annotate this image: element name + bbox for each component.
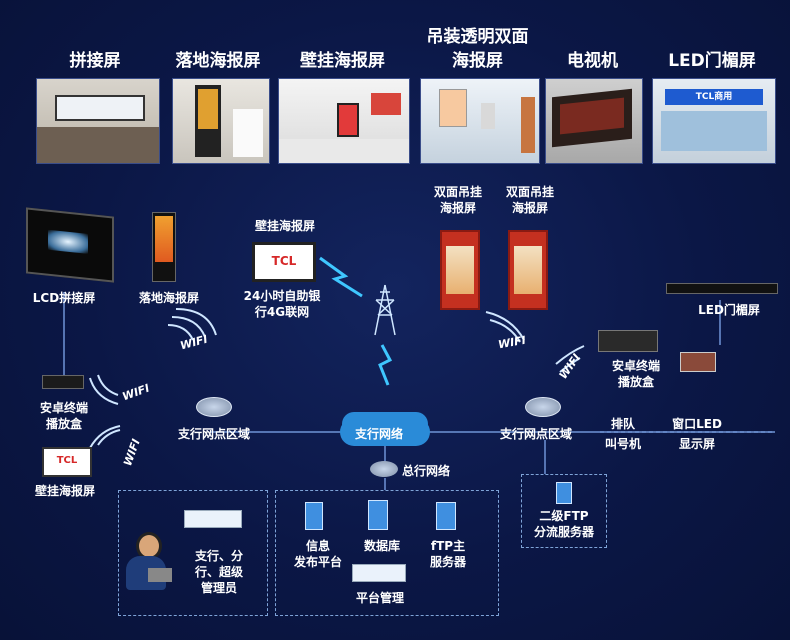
admin-line3: 管理员 bbox=[200, 581, 237, 595]
admin-line1: 支行、分 bbox=[194, 549, 243, 563]
ftp-secondary-line1: 二级FTP bbox=[539, 509, 589, 523]
top-label-hanging-poster-line1: 吊装透明双面 bbox=[426, 27, 529, 47]
queue-line2: 叫号机 bbox=[604, 437, 641, 451]
left-floor-poster-label: 落地海报屏 bbox=[138, 291, 199, 305]
database-label: 数据库 bbox=[363, 539, 400, 553]
admin-screen-icon bbox=[184, 510, 242, 528]
top-label-tv: 电视机 bbox=[567, 51, 618, 71]
cloud-icon bbox=[340, 418, 430, 446]
window-led-line2: 显示屏 bbox=[678, 437, 715, 451]
atm-line2: 行4G联网 bbox=[254, 305, 310, 319]
admin-line2: 行、超级 bbox=[194, 565, 243, 579]
left-wall-poster-device: TCL bbox=[42, 447, 92, 477]
left-android-box-line2: 播放盒 bbox=[45, 417, 82, 431]
left-android-box-line1: 安卓终端 bbox=[39, 401, 88, 415]
double-hang-1-line1: 双面吊挂 bbox=[433, 185, 482, 199]
lcd-splice-label: LCD拼接屏 bbox=[32, 291, 96, 305]
window-led-line1: 窗口LED bbox=[672, 417, 722, 431]
photo-tv bbox=[545, 78, 643, 164]
info-line2: 发布平台 bbox=[293, 555, 342, 569]
ftp-secondary-line2: 分流服务器 bbox=[533, 525, 594, 539]
photo-splice-screen bbox=[36, 78, 160, 164]
cloud-label: 支行网络 bbox=[355, 427, 404, 441]
hq-network-label: 总行网络 bbox=[402, 464, 451, 478]
double-hang-poster-1 bbox=[440, 230, 480, 310]
double-hang-poster-2 bbox=[508, 230, 548, 310]
photo-hanging-poster bbox=[420, 78, 540, 164]
android-box-left bbox=[42, 375, 84, 389]
ftp-secondary-box bbox=[521, 474, 607, 548]
led-header-strip bbox=[666, 283, 778, 294]
hq-router-icon bbox=[370, 461, 398, 477]
ftp-main-line1: fTP主 bbox=[430, 539, 466, 553]
top-label-floor-poster: 落地海报屏 bbox=[175, 51, 261, 71]
platform-box bbox=[275, 490, 499, 616]
lcd-splice-screen-image bbox=[26, 207, 114, 283]
queue-line1: 排队 bbox=[610, 417, 635, 431]
photo-floor-poster bbox=[172, 78, 270, 164]
top-label-splice-screen: 拼接屏 bbox=[69, 51, 121, 71]
left-zone-label: 支行网点区域 bbox=[178, 427, 251, 441]
ftp-main-server-icon bbox=[436, 502, 456, 530]
top-label-wall-poster: 壁挂海报屏 bbox=[300, 51, 385, 71]
router-left-icon bbox=[196, 397, 232, 417]
right-led-header-label: LED门楣屏 bbox=[698, 303, 760, 317]
platform-mgmt-label: 平台管理 bbox=[355, 591, 404, 605]
speaker-icon bbox=[680, 352, 716, 372]
right-android-box-line2: 播放盒 bbox=[617, 375, 654, 389]
right-zone-label: 支行网点区域 bbox=[500, 427, 573, 441]
platform-screen-icon bbox=[352, 564, 406, 582]
ftp-main-line2: 服务器 bbox=[429, 555, 466, 569]
router-right-icon bbox=[525, 397, 561, 417]
double-hang-1-line2: 海报屏 bbox=[439, 201, 476, 215]
photo-brand-text: TCL商用 bbox=[695, 92, 733, 102]
database-icon bbox=[368, 500, 388, 530]
admin-box bbox=[118, 490, 268, 616]
info-line1: 信息 bbox=[305, 539, 330, 553]
top-label-hanging-poster-line2: 海报屏 bbox=[452, 51, 503, 71]
ftp-secondary-server-icon bbox=[556, 482, 572, 504]
photo-led-header: TCL商用 bbox=[652, 78, 776, 164]
top-label-led-header: LED门楣屏 bbox=[668, 51, 756, 71]
info-server-icon bbox=[305, 502, 323, 530]
right-android-box-line1: 安卓终端 bbox=[611, 359, 660, 373]
atm-poster-logo: TCL bbox=[271, 254, 297, 268]
admin-person-icon bbox=[126, 532, 172, 592]
atm-line1: 24小时自助银 bbox=[243, 289, 321, 303]
photo-wall-poster bbox=[278, 78, 410, 164]
floor-poster-device bbox=[152, 212, 176, 282]
android-box-right bbox=[598, 330, 658, 352]
left-wall-poster-logo: TCL bbox=[56, 455, 78, 466]
double-hang-2-line2: 海报屏 bbox=[511, 201, 548, 215]
left-wall-poster-label: 壁挂海报屏 bbox=[34, 484, 95, 498]
double-hang-2-line1: 双面吊挂 bbox=[505, 185, 554, 199]
atm-wall-poster-device: TCL bbox=[252, 242, 316, 282]
atm-wall-poster-label: 壁挂海报屏 bbox=[254, 219, 315, 233]
